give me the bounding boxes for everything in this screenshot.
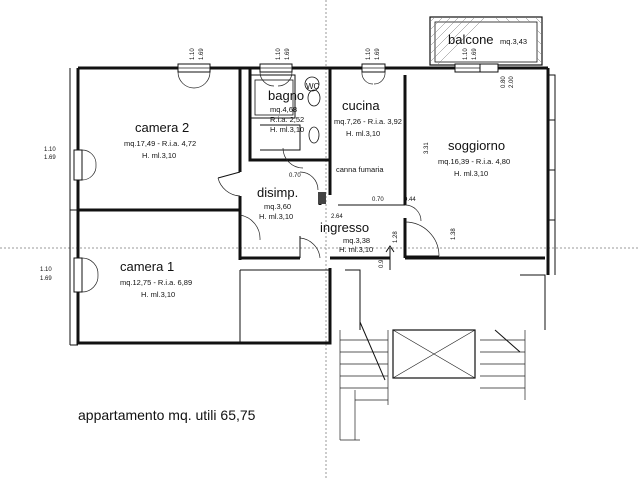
dim-264: 2.64 <box>331 214 343 220</box>
room-ingresso-area: mq.3,38 <box>343 236 370 245</box>
room-ingresso-name: ingresso <box>320 220 369 235</box>
dim-044: 0.44 <box>404 197 416 203</box>
canna-fumaria-label: canna fumaria <box>336 165 384 174</box>
room-cucina-height: H. ml.3,10 <box>346 129 380 138</box>
room-balcone-name: balcone <box>448 32 494 47</box>
door-disimp-left <box>217 171 241 197</box>
plan-caption: appartamento mq. utili 65,75 <box>78 407 256 423</box>
bathtub <box>254 79 294 116</box>
dim-camera1-side-a: 1.10 <box>40 267 52 273</box>
room-bagno-ria: R.i.a. 2,52 <box>270 115 304 124</box>
room-camera2-name: camera 2 <box>135 120 189 135</box>
dim-soggiorno-window-b: 1.69 <box>472 48 478 60</box>
dim-camera1-side-b: 1.69 <box>40 276 52 282</box>
room-disimp: disimp. mq.3,60 H. ml.3,10 <box>257 185 298 221</box>
wc-label: WC <box>306 82 320 91</box>
window-camera2-left <box>73 149 97 181</box>
room-cucina-area: mq.7,26 - R.i.a. 3,92 <box>334 117 402 126</box>
dim-138: 1.38 <box>451 228 457 240</box>
dim-soggiorno-window-a: 1.10 <box>463 48 469 60</box>
balcony <box>429 16 543 66</box>
washbasin <box>308 126 320 144</box>
window-bagno-top <box>259 63 293 87</box>
door-bagno <box>282 147 304 169</box>
room-balcone: balcone mq.3,43 <box>448 32 527 47</box>
chimney-flue <box>318 192 326 204</box>
dim-door-070-a: 0.70 <box>289 173 301 179</box>
window-camera2-top <box>177 63 211 89</box>
dim-cucina-window-b: 1.69 <box>375 48 381 60</box>
room-camera1-name: camera 1 <box>120 259 174 274</box>
door-soggiorno <box>404 204 422 222</box>
room-ingresso-height: H. ml.3,10 <box>339 245 373 254</box>
room-balcone-area: mq.3,43 <box>500 37 527 46</box>
dim-128: 1.28 <box>393 231 399 243</box>
room-camera2-area: mq.17,49 - R.i.a. 4,72 <box>124 139 196 148</box>
room-camera1-area: mq.12,75 - R.i.a. 6,89 <box>120 278 192 287</box>
room-soggiorno-name: soggiorno <box>448 138 505 153</box>
room-camera1-height: H. ml.3,10 <box>141 290 175 299</box>
room-cucina: cucina mq.7,26 - R.i.a. 3,92 H. ml.3,10 … <box>334 98 402 174</box>
room-bagno: bagno mq.4,68 R.i.a. 2,52 H. ml.3,10 WC <box>268 82 320 134</box>
door-disimp-bottom <box>239 214 261 241</box>
exterior-walls <box>69 66 556 346</box>
door-balcone <box>479 63 499 73</box>
interior-walls <box>78 68 546 343</box>
toilet <box>307 89 321 107</box>
room-disimp-area: mq.3,60 <box>264 202 291 211</box>
room-ingresso: ingresso mq.3,38 H. ml.3,10 <box>320 220 373 254</box>
room-bagno-name: bagno <box>268 88 304 103</box>
room-disimp-name: disimp. <box>257 185 298 200</box>
dim-door-070-b: 0.70 <box>372 197 384 203</box>
room-soggiorno-height: H. ml.3,10 <box>454 169 488 178</box>
dim-camera2-side-a: 1.10 <box>44 147 56 153</box>
room-soggiorno: soggiorno mq.16,39 - R.i.a. 4,80 H. ml.3… <box>438 138 510 178</box>
window-cucina-top <box>361 63 386 85</box>
stairwell <box>339 321 526 441</box>
room-camera1: camera 1 mq.12,75 - R.i.a. 6,89 H. ml.3,… <box>120 259 192 299</box>
wc-circle <box>304 76 320 92</box>
door-cucina <box>299 171 319 191</box>
room-camera2: camera 2 mq.17,49 - R.i.a. 4,72 H. ml.3,… <box>124 120 196 160</box>
dim-cucina-window-a: 1.10 <box>366 48 372 60</box>
dimension-labels: 1.10 1.69 1.10 1.69 1.10 1.69 1.10 1.69 … <box>40 48 515 282</box>
dim-331: 3.31 <box>424 142 430 154</box>
dim-camera2-window-a: 1.10 <box>190 48 196 60</box>
dim-camera2-side-b: 1.69 <box>44 155 56 161</box>
dim-bagno-window-b: 1.69 <box>285 48 291 60</box>
room-bagno-height: H. ml.3,10 <box>270 125 304 134</box>
dim-balcone-door-b: 2.00 <box>509 76 515 88</box>
door-ingresso-right <box>404 221 440 257</box>
dim-bagno-window-a: 1.10 <box>276 48 282 60</box>
entrance-arrow <box>385 245 395 270</box>
dim-090: 0.90 <box>379 256 385 268</box>
window-camera1-left <box>73 257 99 293</box>
dim-camera2-window-b: 1.69 <box>199 48 205 60</box>
room-soggiorno-area: mq.16,39 - R.i.a. 4,80 <box>438 157 510 166</box>
door-ingresso-left <box>299 236 321 259</box>
room-camera2-height: H. ml.3,10 <box>142 151 176 160</box>
dim-balcone-door-a: 0.80 <box>501 76 507 88</box>
room-bagno-area: mq.4,68 <box>270 105 297 114</box>
window-soggiorno-top <box>454 63 481 73</box>
room-cucina-name: cucina <box>342 98 380 113</box>
room-disimp-height: H. ml.3,10 <box>259 212 293 221</box>
